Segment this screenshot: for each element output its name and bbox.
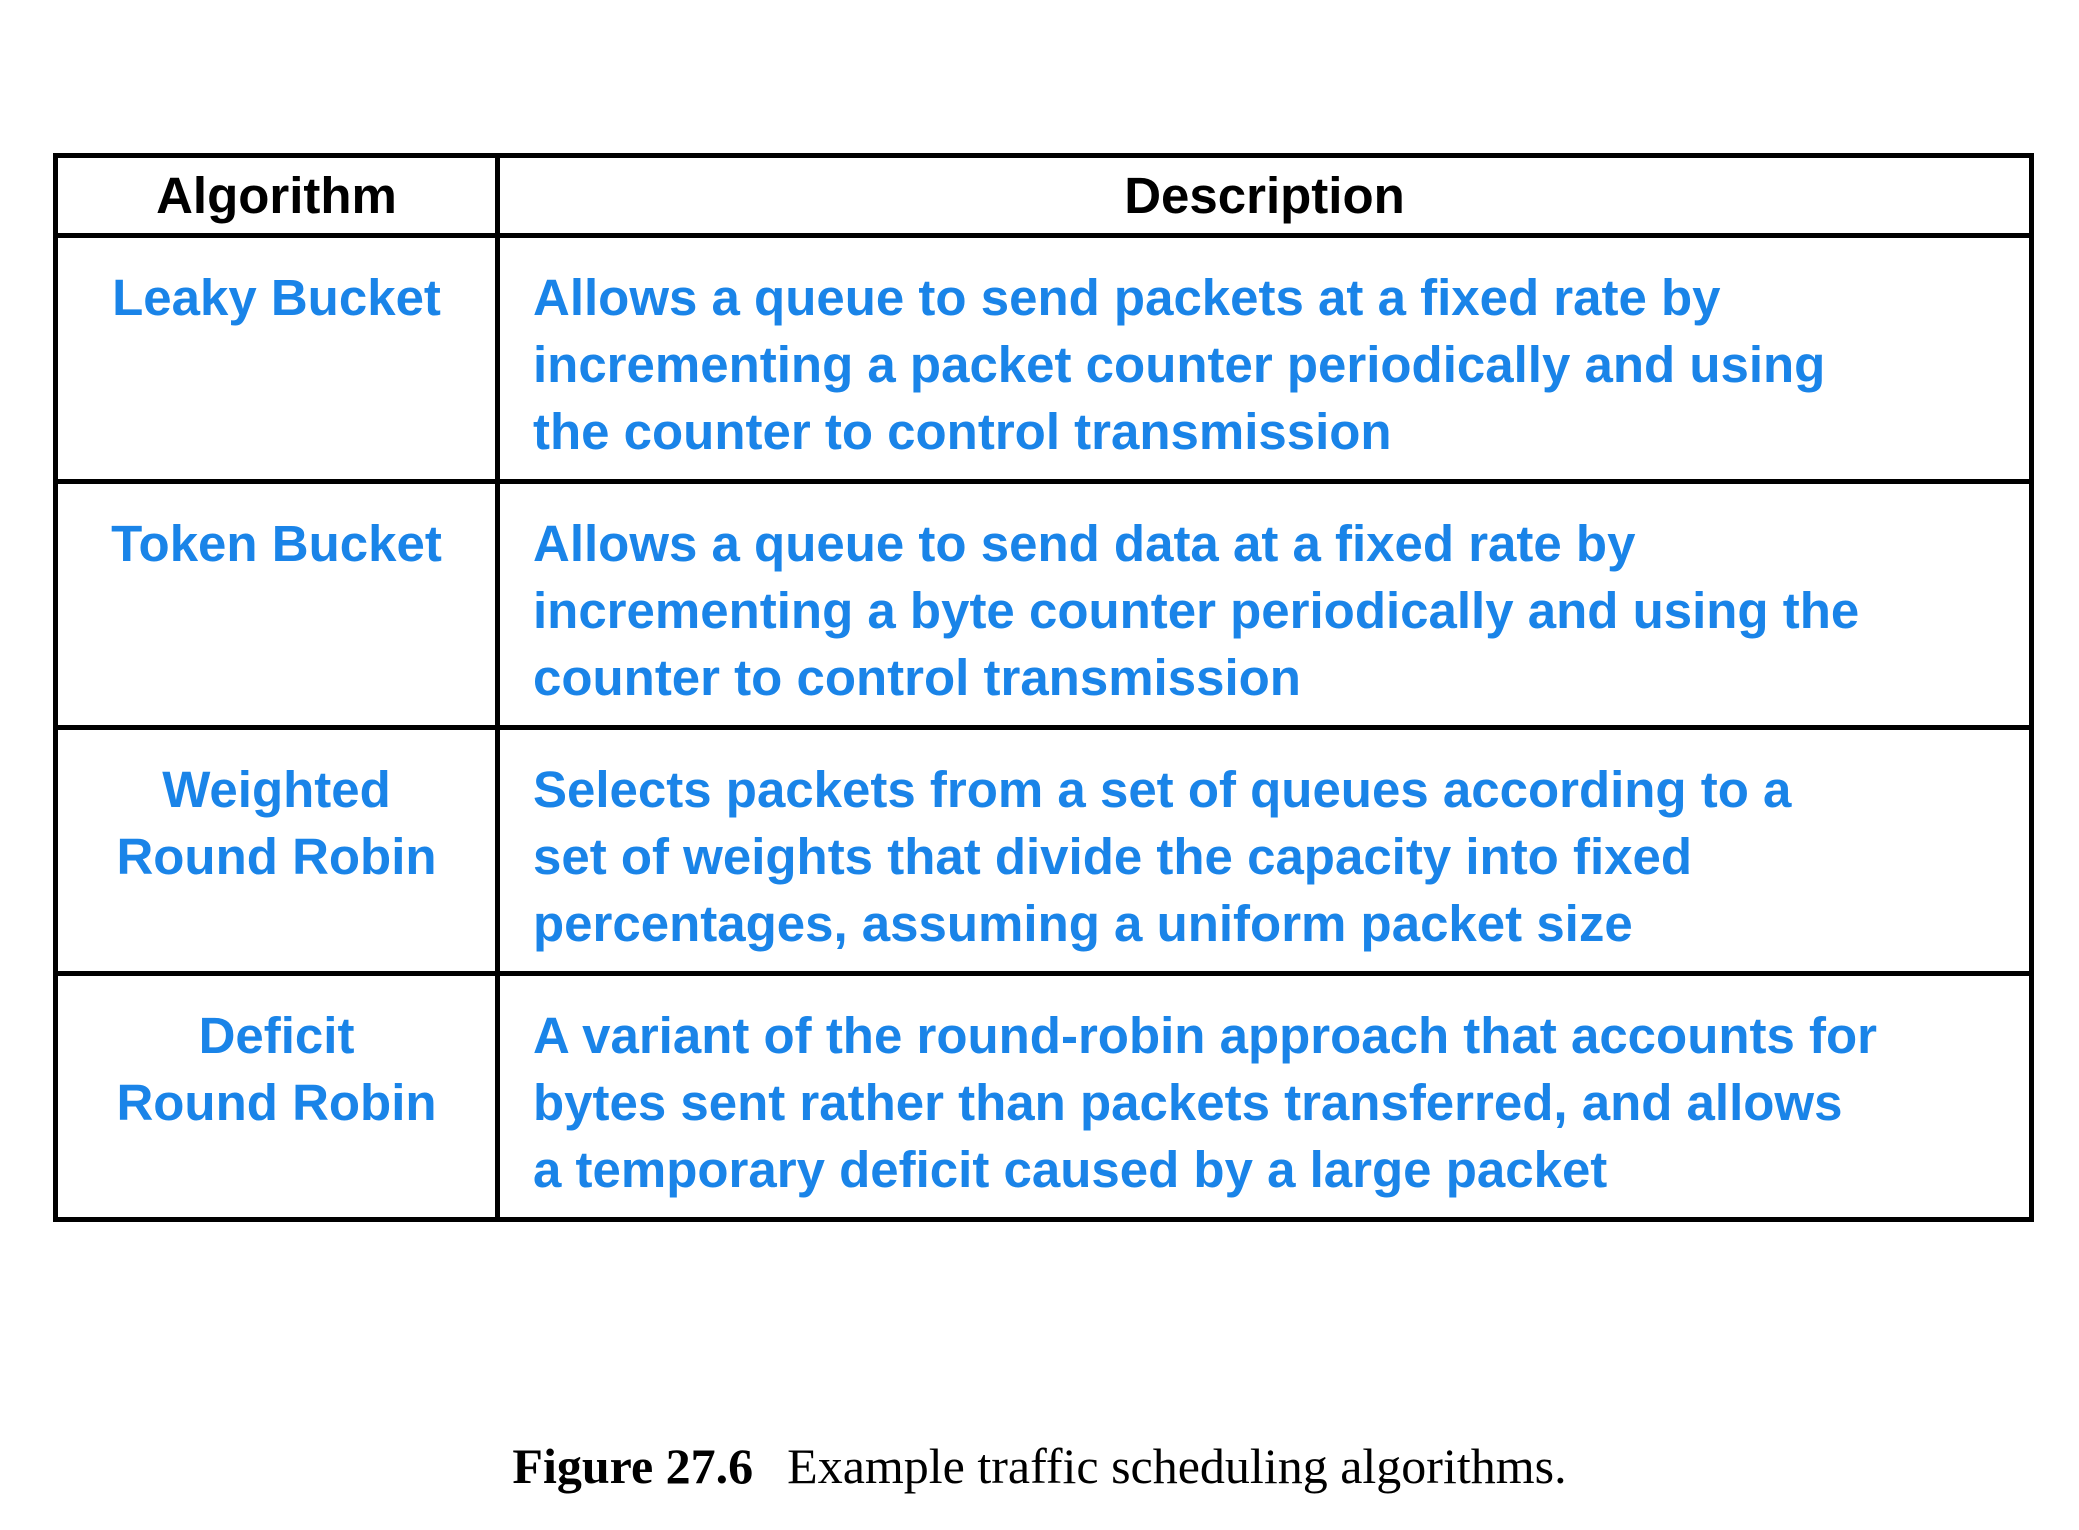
algorithm-cell-deficit-round-robin: Deficit Round Robin (53, 971, 500, 1222)
description-cell-weighted-round-robin: Selects packets from a set of queues acc… (495, 725, 2034, 976)
description-cell-token-bucket: Allows a queue to send data at a fixed r… (495, 479, 2034, 730)
column-header-algorithm: Algorithm (53, 153, 500, 238)
table-header-row: Algorithm Description (53, 153, 2034, 238)
table-row: Weighted Round Robin Selects packets fro… (53, 725, 2034, 976)
description-cell-deficit-round-robin: A variant of the round-robin approach th… (495, 971, 2034, 1222)
scheduling-algorithms-table: Algorithm Description Leaky Bucket Allow… (53, 153, 2034, 1222)
figure-caption: Figure 27.6 Example traffic scheduling al… (0, 1437, 2079, 1495)
algorithm-cell-weighted-round-robin: Weighted Round Robin (53, 725, 500, 976)
column-header-description: Description (495, 153, 2034, 238)
table-row: Token Bucket Allows a queue to send data… (53, 479, 2034, 730)
table-row: Leaky Bucket Allows a queue to send pack… (53, 233, 2034, 484)
figure-caption-text: Example traffic scheduling algorithms. (787, 1438, 1567, 1494)
algorithm-cell-leaky-bucket: Leaky Bucket (53, 233, 500, 484)
figure-caption-label: Figure 27.6 (512, 1438, 754, 1494)
table-row: Deficit Round Robin A variant of the rou… (53, 971, 2034, 1222)
algorithm-cell-token-bucket: Token Bucket (53, 479, 500, 730)
description-cell-leaky-bucket: Allows a queue to send packets at a fixe… (495, 233, 2034, 484)
